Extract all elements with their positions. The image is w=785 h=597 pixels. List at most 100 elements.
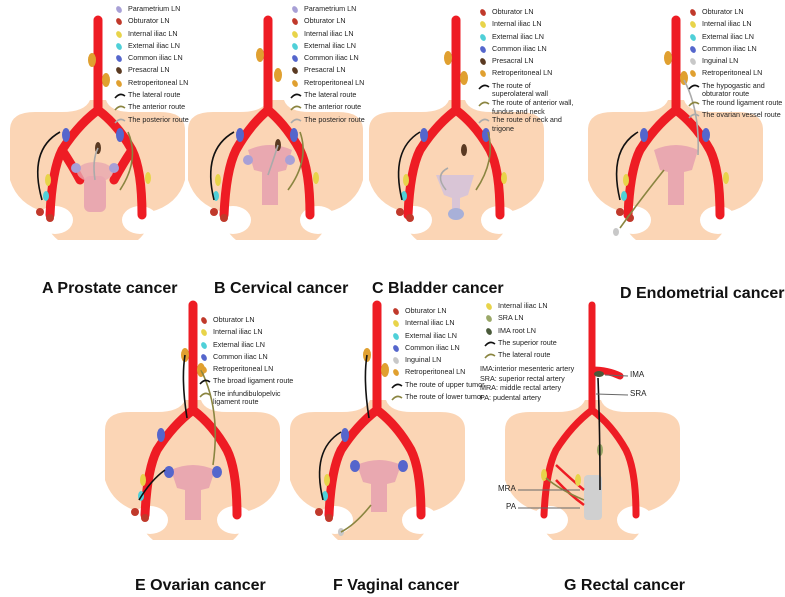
legend-item: Common iliac LN xyxy=(688,43,784,57)
legend-item: The route of lower tumor xyxy=(391,392,485,405)
legend-label: Internal iliac LN xyxy=(213,327,263,337)
lymph-node-icon xyxy=(486,303,492,310)
legend-label: The lateral route xyxy=(128,90,181,100)
legend-label: Retroperitoneal LN xyxy=(702,68,763,78)
lymph-node-icon xyxy=(480,70,486,78)
legend-label: The superior route xyxy=(498,337,557,347)
legend-item: Obturator LN xyxy=(391,306,485,319)
route-arrow-icon xyxy=(199,380,211,386)
posterior-route-arrow xyxy=(93,147,99,181)
legend-item: Parametrium LN xyxy=(114,4,189,17)
legend-label: The posterior route xyxy=(304,114,365,124)
lymph-node-icon xyxy=(480,21,486,29)
legend-item: The lateral route xyxy=(114,90,189,103)
ovary-left xyxy=(164,466,174,478)
legend-label: Internal iliac LN xyxy=(498,301,548,310)
legend-label: IMA root LN xyxy=(498,325,536,335)
legend-label: The infundibulopelvic ligament route xyxy=(213,388,281,407)
lymph-node-icon xyxy=(201,366,207,374)
legend-item: Obturator LN xyxy=(114,16,189,29)
lymph-node-icon xyxy=(116,79,122,87)
legend-item: Retroperitoneal LN xyxy=(199,364,295,377)
legend-item: The posterior route xyxy=(114,115,189,128)
lymph-node-icon xyxy=(292,55,298,63)
obturator-foramen-right xyxy=(300,206,336,234)
obturator-foramen-right xyxy=(617,506,653,534)
legend-item: External iliac LN xyxy=(688,32,784,45)
legend-item: Common iliac LN xyxy=(391,343,485,356)
lymph-node-icon xyxy=(690,46,696,53)
lymph-node-icon xyxy=(201,341,207,349)
lateral-route-arrow xyxy=(36,131,61,201)
panel-caption: C Bladder cancer xyxy=(372,280,504,297)
legend-item: Parametrium LN xyxy=(290,4,365,17)
lymph-node-icon xyxy=(292,30,298,38)
route-arrow-icon xyxy=(290,93,302,99)
legend-item: The route of neck and trigone xyxy=(478,116,574,133)
lymph-nodes xyxy=(315,348,389,536)
route-arrow-icon xyxy=(114,93,126,99)
legend-item: Retroperitoneal LN xyxy=(290,78,365,91)
sra-label: SRA xyxy=(630,389,647,398)
obturator-foramen-right xyxy=(700,206,736,234)
legend-label: Presacral LN xyxy=(128,65,170,75)
legend-label: The lateral route xyxy=(498,350,551,360)
aorta-and-iliac-arteries xyxy=(219,15,315,220)
legend-item: Common iliac LN xyxy=(114,53,189,66)
ima-label: IMA xyxy=(630,370,645,379)
lymph-node-icon xyxy=(393,320,399,328)
route-arrow-icon xyxy=(114,105,126,111)
legend-label: The anterior route xyxy=(304,102,362,112)
legend-item: Retroperitoneal LN xyxy=(688,69,784,81)
abbreviation-ima: IMA:interior mesenteric artery xyxy=(480,364,575,373)
legend-label: Presacral LN xyxy=(492,56,534,66)
pelvis-illustration xyxy=(505,301,680,540)
legend-item: The route of superolateral wall xyxy=(478,80,574,99)
ovary-right xyxy=(212,466,222,478)
broad-ligament-route-arrow xyxy=(138,469,166,501)
legend-item: The lateral route xyxy=(484,350,574,363)
legend-label: The ovarian vessel route xyxy=(702,110,781,120)
legend-item: Internal iliac LN xyxy=(114,29,189,42)
legend-label: Parametrium LN xyxy=(304,4,357,13)
legend-item: Presacral LN xyxy=(114,66,189,78)
lymph-node-icon xyxy=(480,46,486,53)
lymph-node-icon xyxy=(690,33,696,41)
legend-item: Obturator LN xyxy=(478,7,574,20)
legend-label: The hypogastic and obturator route xyxy=(702,80,765,99)
legend-label: External iliac LN xyxy=(304,40,356,50)
lymph-node-icon xyxy=(690,21,696,29)
lymph-node-icon xyxy=(116,67,122,75)
superior-route-arrow xyxy=(597,377,601,491)
pelvis-illustration xyxy=(105,300,280,540)
lymph-node-icon xyxy=(116,30,122,38)
legend-label: The route of superolateral wall xyxy=(492,80,548,99)
legend-item: Presacral LN xyxy=(478,56,574,69)
legend-label: Common iliac LN xyxy=(702,43,757,53)
lymph-node-icon xyxy=(690,58,696,66)
legend-label: Retroperitoneal LN xyxy=(492,68,553,78)
posterior-route-arrow xyxy=(267,144,279,176)
legend-label: The route of neck and trigone xyxy=(492,115,562,133)
lymph-node-icon xyxy=(393,369,399,377)
legend-label: External iliac LN xyxy=(213,339,265,349)
route-arrow-icon xyxy=(391,395,403,401)
pelvis-illustration xyxy=(588,15,763,240)
lymph-node-icon xyxy=(690,70,696,78)
legend-item: The broad ligament route xyxy=(199,377,295,389)
obturator-foramen-right xyxy=(402,506,438,534)
panel-caption: D Endometrial cancer xyxy=(620,285,785,302)
legend-item: The ovarian vessel route xyxy=(688,111,784,123)
legend-item: The route of anterior wall, fundus and n… xyxy=(478,98,574,116)
lymph-nodes xyxy=(541,371,604,486)
